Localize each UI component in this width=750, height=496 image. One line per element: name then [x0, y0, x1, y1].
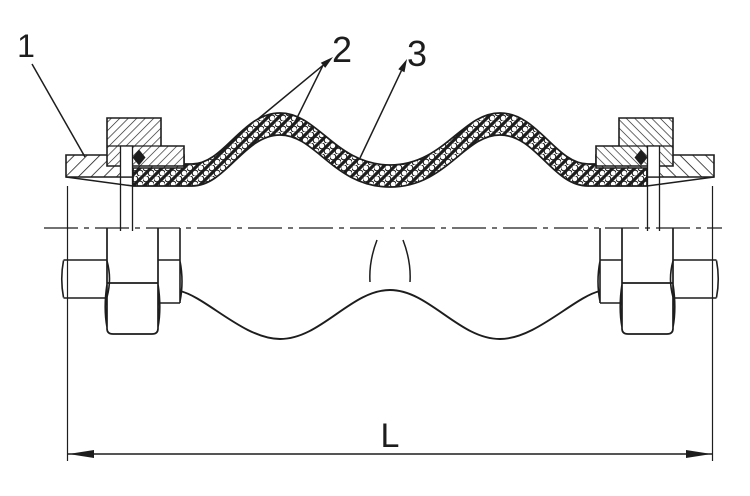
callout-3-label: 3 — [407, 33, 427, 74]
bellows-outline-bottom — [179, 289, 601, 340]
callout-2-arrowhead-icon — [320, 57, 333, 68]
dimension-arrow-left-icon — [68, 450, 94, 458]
dimension-label: L — [381, 417, 400, 455]
bellows-wall-section — [132, 112, 648, 188]
seal-ring-section — [132, 149, 146, 166]
callout-2-leaders — [257, 64, 324, 129]
hex-collar — [158, 228, 183, 304]
callout-3-arrowhead-icon — [398, 59, 407, 73]
cuff-taper-line — [65, 176, 134, 187]
bellows-neck-lines — [369, 239, 411, 283]
callout-1: 1 — [17, 28, 86, 158]
callout-1-label: 1 — [17, 28, 35, 64]
callout-2-label: 2 — [332, 29, 352, 70]
callout-2: 2 — [257, 29, 352, 129]
dimension-L: L — [68, 417, 712, 458]
bolt-slot — [119, 145, 134, 178]
left-flange-assembly — [60, 117, 185, 461]
callout-3-leader — [359, 70, 403, 159]
dimension-arrow-right-icon — [686, 450, 712, 458]
hex-nut-back — [60, 259, 111, 299]
callout-3: 3 — [359, 33, 427, 159]
union-nut-section — [106, 117, 185, 167]
union-nut-outside — [104, 228, 161, 335]
callout-1-leader — [31, 63, 86, 158]
